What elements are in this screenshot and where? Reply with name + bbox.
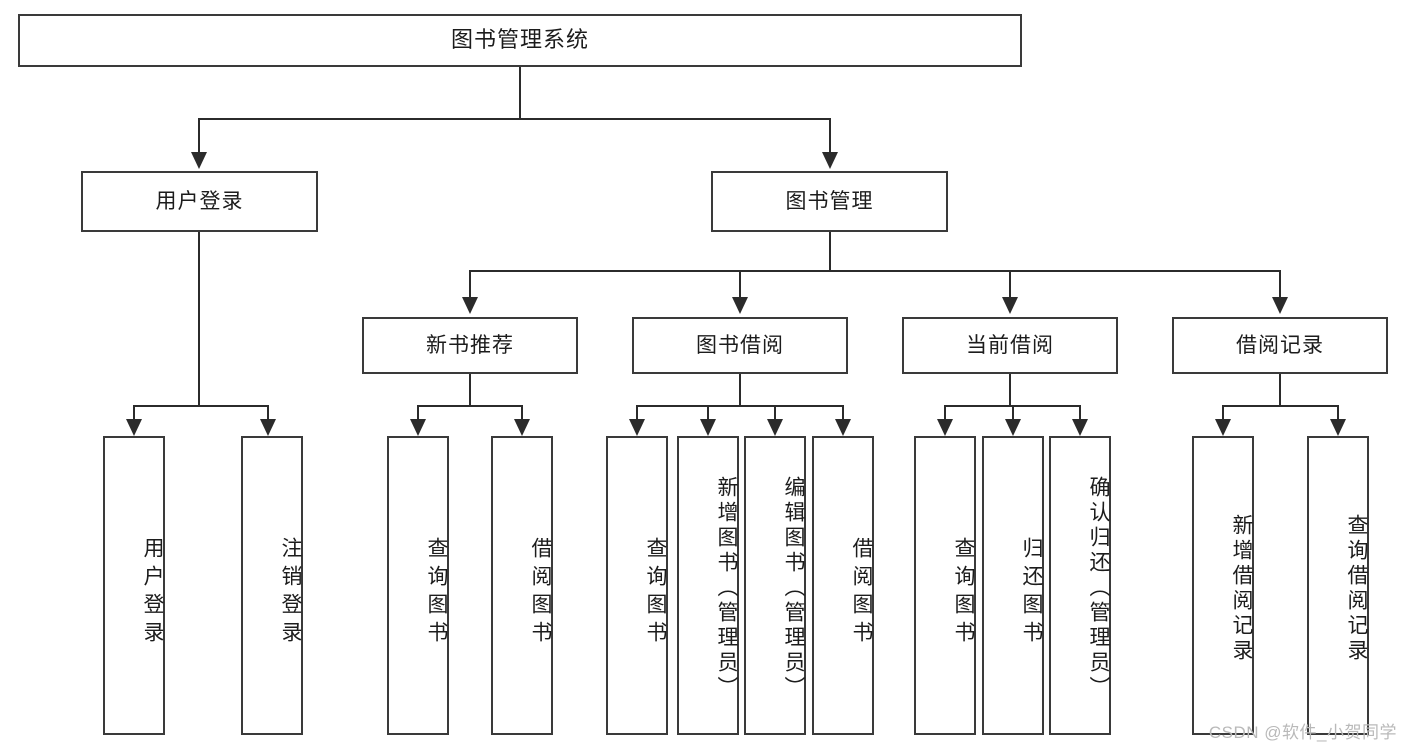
edge-user-login-stem — [198, 232, 200, 406]
node-new-book-recommend[interactable]: 新书推荐 — [362, 317, 578, 374]
node-label: 借阅图书 — [850, 536, 873, 649]
edge-nbr-bus — [417, 405, 523, 407]
leaf-br-query-record[interactable]: 查询借阅记录 — [1307, 436, 1369, 735]
edge-bb-drop-4 — [842, 405, 844, 421]
arrow-to-leaf-cb-query-book — [937, 419, 953, 436]
edge-root-stem — [519, 67, 521, 119]
edge-bb-bus — [636, 405, 844, 407]
node-label: 编辑图书（管理员） — [782, 476, 805, 701]
arrow-to-borrow-record — [1272, 297, 1288, 314]
edge-bb-drop-2 — [707, 405, 709, 421]
node-label: 图书借阅 — [696, 333, 784, 357]
edge-bm-drop-2 — [739, 270, 741, 299]
arrow-to-leaf-bb-edit-book — [767, 419, 783, 436]
arrow-to-leaf-cb-return-book — [1005, 419, 1021, 436]
leaf-nbr-query-book[interactable]: 查询图书 — [387, 436, 449, 735]
leaf-cb-confirm-return[interactable]: 确认归还（管理员） — [1049, 436, 1111, 735]
node-label: 借阅记录 — [1236, 333, 1324, 357]
node-label: 查询图书 — [952, 536, 975, 649]
arrow-to-leaf-logout — [260, 419, 276, 436]
edge-nbr-drop-2 — [521, 405, 523, 421]
node-label: 查询借阅记录 — [1345, 513, 1368, 664]
edge-root-to-user-login — [198, 118, 200, 155]
node-label: 新增借阅记录 — [1230, 513, 1253, 664]
edge-cb-drop-1 — [944, 405, 946, 421]
leaf-bb-borrow-book[interactable]: 借阅图书 — [812, 436, 874, 735]
edge-cb-drop-2 — [1012, 405, 1014, 421]
arrow-to-leaf-bb-add-book — [700, 419, 716, 436]
edge-cb-drop-3 — [1079, 405, 1081, 421]
edge-user-login-bus — [133, 405, 268, 407]
node-label: 查询图书 — [425, 536, 448, 649]
leaf-cb-query-book[interactable]: 查询图书 — [914, 436, 976, 735]
arrow-to-user-login — [191, 152, 207, 169]
arrow-to-leaf-bb-query-book — [629, 419, 645, 436]
edge-br-drop-1 — [1222, 405, 1224, 421]
node-label: 借阅图书 — [529, 536, 552, 649]
node-label: 图书管理系统 — [450, 27, 589, 53]
edge-bb-drop-1 — [636, 405, 638, 421]
node-label: 注销登录 — [279, 536, 302, 649]
edge-nbr-stem — [469, 374, 471, 406]
node-label: 确认归还（管理员） — [1087, 476, 1110, 701]
edge-user-login-drop-1 — [133, 405, 135, 421]
arrow-to-leaf-br-add-record — [1215, 419, 1231, 436]
arrow-to-book-management — [822, 152, 838, 169]
node-label: 用户登录 — [155, 189, 244, 213]
edge-cb-stem — [1009, 374, 1011, 406]
arrow-to-book-borrow — [732, 297, 748, 314]
edge-br-bus — [1222, 405, 1339, 407]
leaf-bb-edit-book[interactable]: 编辑图书（管理员） — [744, 436, 806, 735]
node-book-borrow[interactable]: 图书借阅 — [632, 317, 848, 374]
edge-user-login-drop-2 — [267, 405, 269, 421]
leaf-nbr-borrow-book[interactable]: 借阅图书 — [491, 436, 553, 735]
leaf-bb-add-book[interactable]: 新增图书（管理员） — [677, 436, 739, 735]
edge-root-to-book-management — [829, 118, 831, 155]
node-label: 查询图书 — [644, 536, 667, 649]
edge-br-drop-2 — [1337, 405, 1339, 421]
edge-book-management-stem — [829, 232, 831, 271]
leaf-br-add-record[interactable]: 新增借阅记录 — [1192, 436, 1254, 735]
edge-br-stem — [1279, 374, 1281, 406]
arrow-to-leaf-br-query-record — [1330, 419, 1346, 436]
arrow-to-leaf-user-login — [126, 419, 142, 436]
node-label: 图书管理 — [785, 189, 874, 213]
arrow-to-current-borrow — [1002, 297, 1018, 314]
edge-bm-drop-3 — [1009, 270, 1011, 299]
node-label: 新书推荐 — [426, 333, 514, 357]
arrow-to-leaf-cb-confirm-return — [1072, 419, 1088, 436]
edge-bb-stem — [739, 374, 741, 406]
edge-nbr-drop-1 — [417, 405, 419, 421]
node-label: 当前借阅 — [966, 333, 1054, 357]
node-label: 用户登录 — [141, 536, 164, 649]
arrow-to-leaf-nbr-query-book — [410, 419, 426, 436]
edge-bb-drop-3 — [774, 405, 776, 421]
arrow-to-leaf-nbr-borrow-book — [514, 419, 530, 436]
node-book-management[interactable]: 图书管理 — [711, 171, 948, 232]
leaf-bb-query-book[interactable]: 查询图书 — [606, 436, 668, 735]
leaf-logout[interactable]: 注销登录 — [241, 436, 303, 735]
arrow-to-leaf-bb-borrow-book — [835, 419, 851, 436]
leaf-user-login[interactable]: 用户登录 — [103, 436, 165, 735]
node-label: 归还图书 — [1020, 536, 1043, 649]
edge-bm-drop-1 — [469, 270, 471, 299]
node-user-login[interactable]: 用户登录 — [81, 171, 318, 232]
node-label: 新增图书（管理员） — [715, 476, 738, 701]
edge-root-bus — [198, 118, 831, 120]
node-current-borrow[interactable]: 当前借阅 — [902, 317, 1118, 374]
leaf-cb-return-book[interactable]: 归还图书 — [982, 436, 1044, 735]
edge-book-management-bus — [469, 270, 1281, 272]
edge-bm-drop-4 — [1279, 270, 1281, 299]
node-borrow-record[interactable]: 借阅记录 — [1172, 317, 1388, 374]
arrow-to-new-book-recommend — [462, 297, 478, 314]
node-root-book-management-system[interactable]: 图书管理系统 — [18, 14, 1022, 67]
csdn-watermark: CSDN @软件_小贺同学 — [1208, 723, 1397, 742]
